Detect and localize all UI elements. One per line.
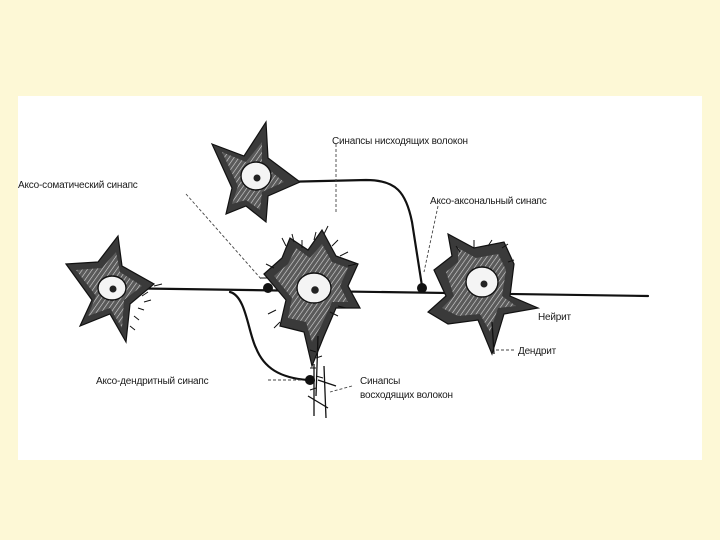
neuron-synapse-figure: Синапсы нисходящих волокон Аксо-соматиче… (18, 96, 702, 460)
main-axon-line (110, 288, 648, 296)
axo-axonal-terminal (417, 283, 427, 293)
label-axo-axonal: Аксо-аксональный синапс (430, 196, 547, 207)
axo-somatic-terminal (263, 283, 273, 293)
label-ascending-line2: восходящих волокон (360, 390, 453, 401)
ascending-fibers (308, 364, 336, 418)
neuron-left (66, 236, 162, 342)
label-dendrite: Дендрит (518, 346, 557, 357)
label-axo-dendritic: Аксо-дендритный синапс (96, 376, 209, 387)
synapse-diagram: Синапсы нисходящих волокон Аксо-соматиче… (18, 96, 702, 460)
axo-dendritic-terminal (305, 375, 315, 385)
label-ascending-line1: Синапсы (360, 376, 400, 387)
label-descending-synapses: Синапсы нисходящих волокон (332, 136, 468, 147)
neuron-top (212, 122, 300, 222)
leader-axo-axonal (424, 206, 438, 272)
leader-ascending (330, 386, 352, 392)
label-neurite: Нейрит (538, 312, 572, 323)
label-axo-somatic: Аксо-соматический синапс (18, 180, 138, 191)
